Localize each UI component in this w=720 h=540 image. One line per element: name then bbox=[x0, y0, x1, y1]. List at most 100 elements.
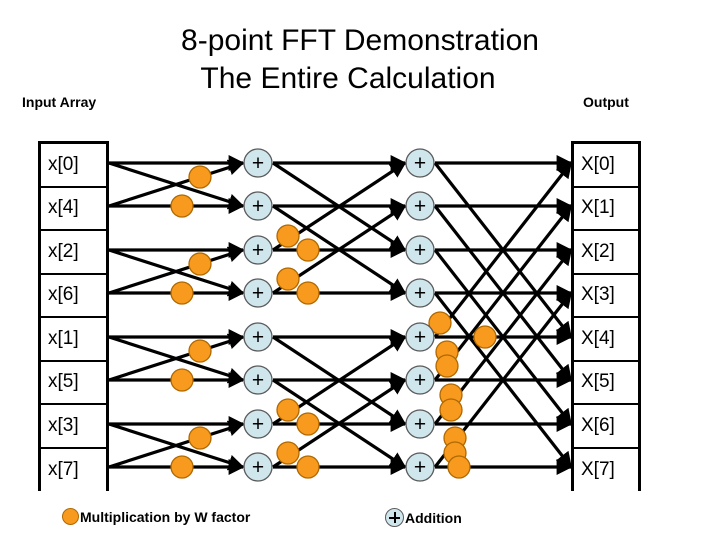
adder-circle bbox=[243, 148, 273, 178]
legend-multiplication-label: Multiplication by W factor bbox=[80, 508, 251, 525]
legend-item-multiplication: Multiplication by W factor bbox=[62, 508, 250, 525]
plus-icon: + bbox=[414, 239, 426, 262]
input-cell-3[interactable]: x[6] bbox=[41, 274, 106, 318]
adder-node[interactable]: + bbox=[243, 148, 273, 178]
adder-circle bbox=[405, 278, 435, 308]
output-cell-2[interactable]: X[2] bbox=[574, 231, 638, 275]
multiplier-node-icon[interactable] bbox=[276, 224, 300, 248]
adder-node[interactable]: + bbox=[405, 235, 435, 265]
flow-edge bbox=[108, 420, 245, 469]
multiplier-node-icon[interactable] bbox=[447, 455, 471, 479]
legend-addition-label: Addition bbox=[405, 509, 462, 526]
input-array-label: Input Array bbox=[22, 94, 97, 110]
adder-circle bbox=[405, 452, 435, 482]
adder-circle bbox=[405, 191, 435, 221]
multiplier-node-icon[interactable] bbox=[428, 311, 452, 335]
multiplier-node-icon[interactable] bbox=[296, 238, 320, 262]
adder-node[interactable]: + bbox=[405, 278, 435, 308]
plus-icon: + bbox=[252, 282, 264, 305]
legend-item-addition: Addition bbox=[385, 508, 462, 527]
adder-node[interactable]: + bbox=[405, 322, 435, 352]
plus-icon: + bbox=[414, 326, 426, 349]
adder-node[interactable]: + bbox=[243, 322, 273, 352]
multiplier-node-icon[interactable] bbox=[276, 441, 300, 465]
multiplier-node-icon[interactable] bbox=[439, 398, 463, 422]
input-cell-1[interactable]: x[4] bbox=[41, 187, 106, 231]
output-array-column: X[0] X[1] X[2] X[3] X[4] X[5] X[6] X[7] bbox=[571, 141, 641, 492]
plus-icon: + bbox=[414, 282, 426, 305]
adder-node[interactable]: + bbox=[243, 191, 273, 221]
adder-circle bbox=[243, 191, 273, 221]
multiplier-node-icon[interactable] bbox=[276, 267, 300, 291]
adder-node[interactable]: + bbox=[405, 148, 435, 178]
multiplier-node-icon[interactable] bbox=[170, 368, 194, 392]
adder-node[interactable]: + bbox=[243, 409, 273, 439]
output-cell-7[interactable]: X[7] bbox=[574, 448, 638, 492]
multiplier-node-icon[interactable] bbox=[188, 339, 212, 363]
multiplier-node-icon[interactable] bbox=[170, 194, 194, 218]
multiplier-node-icon[interactable] bbox=[296, 281, 320, 305]
adder-node[interactable]: + bbox=[243, 278, 273, 308]
output-cell-6[interactable]: X[6] bbox=[574, 405, 638, 449]
adder-circle bbox=[405, 322, 435, 352]
orange-circle-icon bbox=[62, 508, 79, 525]
multiplier-node-icon[interactable] bbox=[170, 455, 194, 479]
input-cell-6[interactable]: x[3] bbox=[41, 405, 106, 449]
plus-icon: + bbox=[252, 326, 264, 349]
adder-node[interactable]: + bbox=[243, 452, 273, 482]
plus-icon: + bbox=[414, 369, 426, 392]
adder-circle bbox=[243, 235, 273, 265]
plus-icon: + bbox=[252, 369, 264, 392]
output-cell-1[interactable]: X[1] bbox=[574, 187, 638, 231]
multiplier-node-icon[interactable] bbox=[435, 354, 459, 378]
multiplier-node-icon[interactable] bbox=[170, 281, 194, 305]
plus-circle-icon bbox=[385, 508, 404, 527]
input-cell-2[interactable]: x[2] bbox=[41, 231, 106, 275]
output-label: Output bbox=[583, 94, 629, 110]
adder-circle bbox=[405, 365, 435, 395]
adder-circle bbox=[405, 148, 435, 178]
adder-circle bbox=[243, 322, 273, 352]
output-cell-3[interactable]: X[3] bbox=[574, 274, 638, 318]
output-cell-4[interactable]: X[4] bbox=[574, 318, 638, 362]
adder-node[interactable]: + bbox=[405, 365, 435, 395]
adder-node[interactable]: + bbox=[405, 409, 435, 439]
multiplier-node-icon[interactable] bbox=[188, 426, 212, 450]
plus-icon: + bbox=[414, 413, 426, 436]
adder-node[interactable]: + bbox=[243, 365, 273, 395]
adders-layer: + + + + + + + + + + + + + + + + bbox=[243, 148, 435, 482]
legend: Multiplication by W factor Addition bbox=[0, 508, 720, 540]
multipliers-layer bbox=[170, 165, 497, 479]
input-array-column: x[0] x[4] x[2] x[6] x[1] x[5] x[3] x[7] bbox=[38, 141, 109, 492]
flow-edge bbox=[108, 159, 245, 208]
adder-node[interactable]: + bbox=[243, 235, 273, 265]
input-cell-0[interactable]: x[0] bbox=[41, 144, 106, 188]
plus-icon: + bbox=[414, 195, 426, 218]
output-cell-5[interactable]: X[5] bbox=[574, 361, 638, 405]
plus-icon: + bbox=[252, 456, 264, 479]
plus-icon: + bbox=[252, 413, 264, 436]
multiplier-node-icon[interactable] bbox=[296, 455, 320, 479]
multiplier-node-icon[interactable] bbox=[188, 165, 212, 189]
input-cell-4[interactable]: x[1] bbox=[41, 318, 106, 362]
adder-node[interactable]: + bbox=[405, 191, 435, 221]
input-cell-7[interactable]: x[7] bbox=[41, 448, 106, 492]
input-cell-5[interactable]: x[5] bbox=[41, 361, 106, 405]
adder-node[interactable]: + bbox=[405, 452, 435, 482]
adder-circle bbox=[243, 278, 273, 308]
output-cell-0[interactable]: X[0] bbox=[574, 144, 638, 188]
plus-icon: + bbox=[252, 239, 264, 262]
adder-circle bbox=[405, 235, 435, 265]
adder-circle bbox=[243, 409, 273, 439]
adder-circle bbox=[243, 452, 273, 482]
multiplier-node-icon[interactable] bbox=[188, 252, 212, 276]
multiplier-node-icon[interactable] bbox=[296, 412, 320, 436]
plus-icon: + bbox=[414, 152, 426, 175]
plus-icon: + bbox=[252, 152, 264, 175]
multiplier-node-icon[interactable] bbox=[473, 325, 497, 349]
plus-icon: + bbox=[252, 195, 264, 218]
adder-circle bbox=[243, 365, 273, 395]
multiplier-node-icon[interactable] bbox=[276, 398, 300, 422]
